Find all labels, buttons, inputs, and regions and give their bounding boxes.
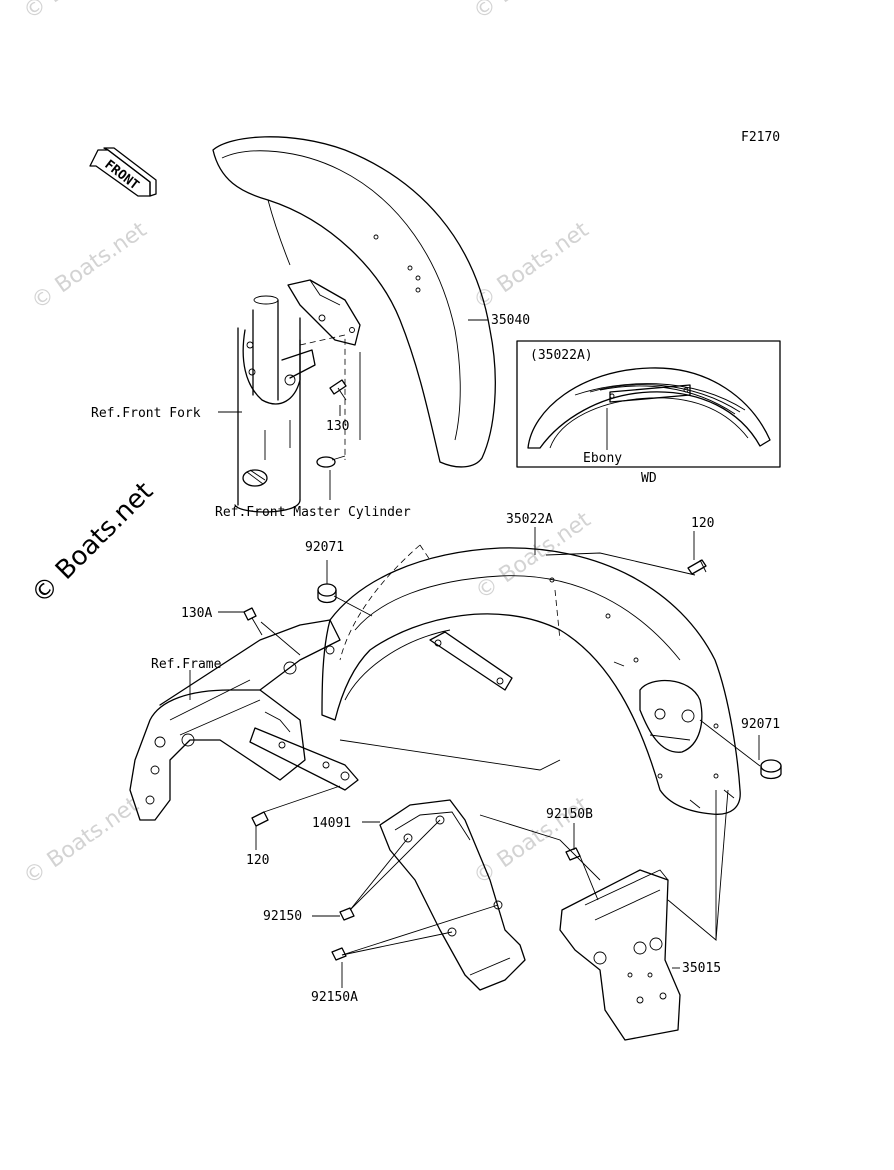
bolt-120-top <box>687 559 707 575</box>
label-35040: 35040 <box>491 313 530 328</box>
label-92150B: 92150B <box>546 807 593 822</box>
watermarks: © Boats.net © Boats.net © Boats.net © Bo… <box>19 0 596 890</box>
hose-clamp <box>316 455 346 468</box>
inset-caption: WD <box>641 471 657 486</box>
label-ref-front-fork: Ref.Front Fork <box>91 406 201 421</box>
bolt-130 <box>329 379 347 401</box>
label-130: 130 <box>326 419 349 434</box>
label-130A: 130A <box>181 606 212 621</box>
watermark-top-left: © Boats.net <box>19 0 144 25</box>
label-35022A: 35022A <box>506 512 553 527</box>
rear-fender <box>321 544 741 815</box>
inset-finish-label: Ebony <box>583 451 622 466</box>
inset-box: (35022A) Ebony <box>516 340 781 468</box>
label-ref-front-master-cylinder: Ref.Front Master Cylinder <box>215 505 411 520</box>
label-92150A: 92150A <box>311 990 358 1005</box>
label-92071-right: 92071 <box>741 717 780 732</box>
front-label: FRONT <box>102 157 142 193</box>
grommet-92071-right <box>760 759 782 780</box>
leader-lines <box>189 527 761 988</box>
dash-fork <box>299 334 346 460</box>
grommet-92071-left <box>317 583 337 604</box>
front-fork <box>234 295 316 513</box>
label-92071-left: 92071 <box>305 540 344 555</box>
bolt-120-bottom <box>251 811 269 827</box>
front-fender <box>212 136 496 468</box>
bolt-92150 <box>339 907 355 921</box>
frame <box>129 619 359 821</box>
inner-fender <box>379 799 526 991</box>
watermark-bottom-left: © Boats.net <box>19 792 144 890</box>
callout-labels: 35040 130 Ref.Front Fork Ref.Front Maste… <box>91 313 780 1005</box>
label-ref-frame: Ref.Frame <box>151 657 222 672</box>
label-14091: 14091 <box>312 816 351 831</box>
figure-code: F2170 <box>741 130 780 145</box>
license-bracket <box>559 869 681 1041</box>
label-35015: 35015 <box>682 961 721 976</box>
bolt-92150A <box>331 947 347 961</box>
label-120-bottom: 120 <box>246 853 269 868</box>
watermark-top-mid: © Boats.net <box>469 0 594 25</box>
watermark-dark: © Boats.net <box>26 477 159 610</box>
label-92150: 92150 <box>263 909 302 924</box>
inset-part-number: (35022A) <box>530 348 593 363</box>
watermark-mid: © Boats.net <box>469 217 594 315</box>
bolt-130A <box>243 607 263 636</box>
front-direction-arrow: FRONT <box>89 147 157 197</box>
watermark-left: © Boats.net <box>27 217 152 315</box>
label-120-top: 120 <box>691 516 714 531</box>
